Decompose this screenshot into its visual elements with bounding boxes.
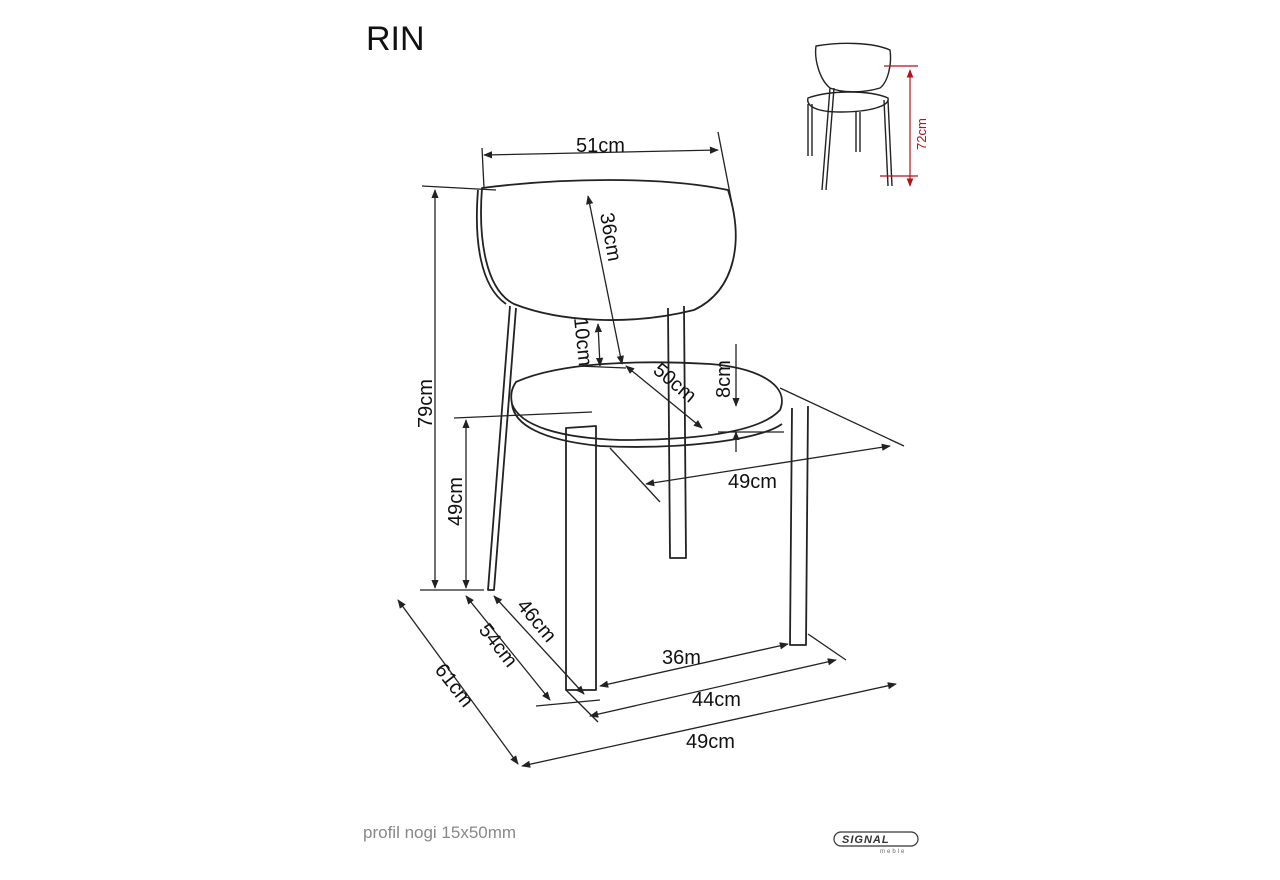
label-seat-width: 49cm [728,471,777,493]
label-backrest-width: 51cm [576,135,625,157]
thumb-seat [807,91,889,113]
product-title: RIN [366,20,425,58]
seat-side [511,403,783,448]
dimension-lines [397,131,905,768]
label-gap-back-seat: 10cm [569,316,596,367]
leg-profile-note: profil nogi 15x50mm [363,823,517,842]
label-depth-mid: 54cm [474,620,521,672]
label-seat-depth: 50cm [649,359,701,407]
thumb-backrest [814,42,892,93]
svg-text:meble: meble [880,849,906,855]
chair-drawing [475,179,809,691]
label-width-mid: 44cm [692,689,741,711]
front-leg-left [565,425,597,691]
label-depth-inner: 46cm [512,595,560,647]
seat-top [510,361,783,441]
label-seat-height: 49cm [445,477,467,526]
label-width-inner: 36m [662,647,701,669]
label-depth-outer: 61cm [430,660,477,712]
thumbnail-chair [807,42,893,191]
thumbnail-height-dimension [880,65,918,187]
label-total-height: 79cm [415,379,437,428]
rear-leg-right [667,305,687,559]
label-thumbnail-height: 72cm [914,118,929,150]
label-seat-thickness: 8cm [713,360,735,398]
label-width-outer: 49cm [686,731,735,753]
brand-logo: SIGNAL meble [833,831,919,855]
front-leg-right [789,405,809,646]
rear-leg-left [487,305,517,591]
backrest-shape [480,179,737,321]
svg-text:SIGNAL: SIGNAL [842,834,890,846]
backrest-edge [475,189,507,305]
